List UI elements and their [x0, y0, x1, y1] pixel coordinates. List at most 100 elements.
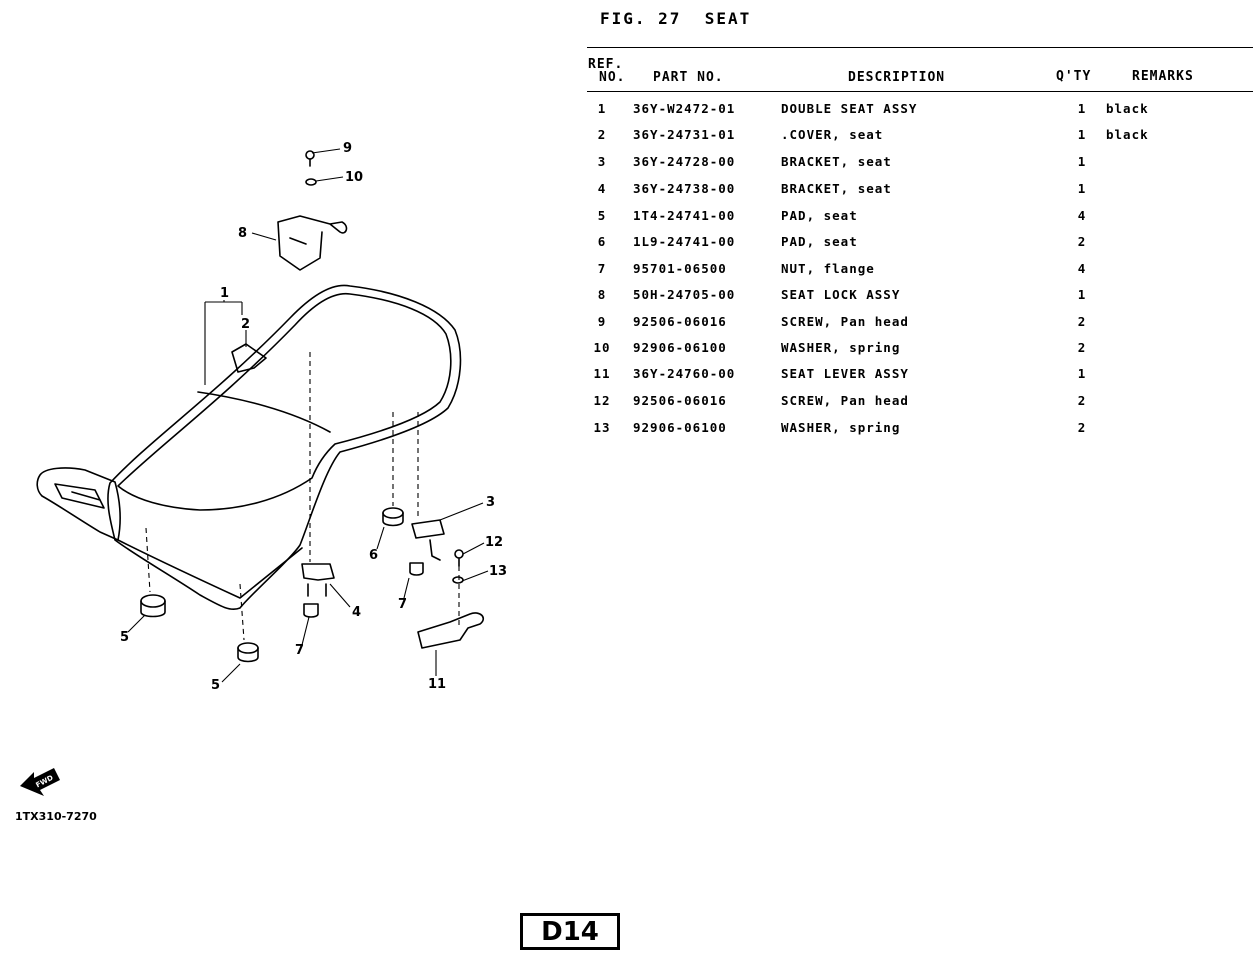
- part-no: 1T4-24741-00: [633, 208, 736, 223]
- part-no: 36Y-24760-00: [633, 366, 736, 381]
- callout-6: 6: [369, 548, 378, 563]
- table-row: 2 36Y-24731-01 .COVER, seat 1 black: [587, 127, 1253, 153]
- part-no: 92906-06100: [633, 340, 727, 355]
- nut-7-b: [409, 562, 424, 576]
- part-no: 92506-06016: [633, 314, 727, 329]
- callout-4: 4: [352, 605, 361, 620]
- part-no: 95701-06500: [633, 261, 727, 276]
- qty: 4: [1077, 208, 1087, 223]
- callout-2: 2: [241, 317, 250, 332]
- part-no: 92506-06016: [633, 393, 727, 408]
- qty: 2: [1077, 420, 1087, 435]
- qty: 4: [1077, 261, 1087, 276]
- header-remarks: REMARKS: [1132, 69, 1194, 84]
- part-no: 36Y-24728-00: [633, 154, 736, 169]
- callout-7b: 7: [295, 643, 304, 658]
- nut-7-a: [303, 603, 319, 618]
- part-no: 36Y-24738-00: [633, 181, 736, 196]
- description: BRACKET, seat: [781, 181, 892, 196]
- qty: 2: [1077, 314, 1087, 329]
- figure-title: FIG. 27 SEAT: [600, 9, 752, 28]
- ref-no: 1: [597, 101, 607, 116]
- header-qty: Q'TY: [1056, 69, 1092, 84]
- table-row: 7 95701-06500 NUT, flange 4: [587, 261, 1253, 287]
- table-row: 9 92506-06016 SCREW, Pan head 2: [587, 314, 1253, 340]
- callout-1: 1: [220, 286, 229, 301]
- part-no: 50H-24705-00: [633, 287, 736, 302]
- cover-tab: [231, 343, 267, 373]
- description: DOUBLE SEAT ASSY: [781, 101, 918, 116]
- callout-9: 9: [343, 141, 352, 156]
- callout-7a: 7: [398, 597, 407, 612]
- bracket-4: [301, 563, 335, 597]
- table-row: 11 36Y-24760-00 SEAT LEVER ASSY 1: [587, 366, 1253, 392]
- callout-8: 8: [238, 226, 247, 241]
- ref-no: 12: [593, 393, 611, 408]
- pad-6: [382, 507, 404, 527]
- part-no: 1L9-24741-00: [633, 234, 736, 249]
- callout-11: 11: [428, 677, 446, 692]
- ref-no: 5: [597, 208, 607, 223]
- qty: 1: [1077, 127, 1087, 142]
- description: WASHER, spring: [781, 420, 901, 435]
- screw-9: [305, 150, 315, 160]
- description: WASHER, spring: [781, 340, 901, 355]
- ref-no: 9: [597, 314, 607, 329]
- description: SEAT LEVER ASSY: [781, 366, 909, 381]
- seat-side-line: [117, 539, 303, 599]
- table-row: 3 36Y-24728-00 BRACKET, seat 1: [587, 154, 1253, 180]
- ref-no: 13: [593, 420, 611, 435]
- qty: 1: [1077, 154, 1087, 169]
- qty: 1: [1077, 181, 1087, 196]
- table-row: 10 92906-06100 WASHER, spring 2: [587, 340, 1253, 366]
- part-no: 36Y-W2472-01: [633, 101, 736, 116]
- ref-no: 3: [597, 154, 607, 169]
- callout-3: 3: [486, 495, 495, 510]
- remarks: black: [1106, 101, 1149, 116]
- qty: 1: [1077, 366, 1087, 381]
- screw-12: [454, 549, 464, 559]
- washer-10: [305, 178, 317, 186]
- callout-12: 12: [485, 535, 503, 550]
- seat-step-line: [197, 391, 331, 433]
- table-row: 8 50H-24705-00 SEAT LOCK ASSY 1: [587, 287, 1253, 313]
- description: SEAT LOCK ASSY: [781, 287, 901, 302]
- qty: 1: [1077, 101, 1087, 116]
- ref-no: 10: [593, 340, 611, 355]
- ref-no: 2: [597, 127, 607, 142]
- header-ref-line1: REF.: [588, 57, 624, 72]
- table-row: 6 1L9-24741-00 PAD, seat 2: [587, 234, 1253, 260]
- description: PAD, seat: [781, 234, 858, 249]
- seat-exploded-diagram: 1 2 3 4 5 5 6 7 7 8 9 10 11 12 13 FWD: [20, 141, 507, 796]
- callout-labels: 1 2 3 4 5 5 6 7 7 8 9 10 11 12 13: [120, 141, 507, 693]
- fwd-arrow-icon: FWD: [20, 768, 60, 796]
- bracket-3: [411, 519, 445, 561]
- washer-13: [452, 576, 464, 584]
- description: .COVER, seat: [781, 127, 884, 142]
- header-part-no: PART NO.: [653, 70, 724, 85]
- document-code: 1TX310-7270: [15, 810, 97, 823]
- description: SCREW, Pan head: [781, 314, 909, 329]
- grab-rail-inner: [54, 483, 105, 509]
- qty: 1: [1077, 287, 1087, 302]
- table-row: 5 1T4-24741-00 PAD, seat 4: [587, 208, 1253, 234]
- page-number: D14: [541, 916, 599, 947]
- header-ref-line2: NO.: [599, 70, 626, 85]
- part-no: 36Y-24731-01: [633, 127, 736, 142]
- seat-lock-8: [277, 215, 348, 271]
- callout-5b: 5: [211, 678, 220, 693]
- seat-piping: [117, 292, 452, 511]
- table-row: 13 92906-06100 WASHER, spring 2: [587, 420, 1253, 446]
- table-row: 12 92506-06016 SCREW, Pan head 2: [587, 393, 1253, 419]
- qty: 2: [1077, 340, 1087, 355]
- seat-outline: [107, 284, 462, 611]
- description: BRACKET, seat: [781, 154, 892, 169]
- remarks: black: [1106, 127, 1149, 142]
- part-no: 92906-06100: [633, 420, 727, 435]
- ref-no: 4: [597, 181, 607, 196]
- description: SCREW, Pan head: [781, 393, 909, 408]
- table-row: 4 36Y-24738-00 BRACKET, seat 1: [587, 181, 1253, 207]
- qty: 2: [1077, 234, 1087, 249]
- page-number-badge: D14: [520, 913, 620, 950]
- qty: 2: [1077, 393, 1087, 408]
